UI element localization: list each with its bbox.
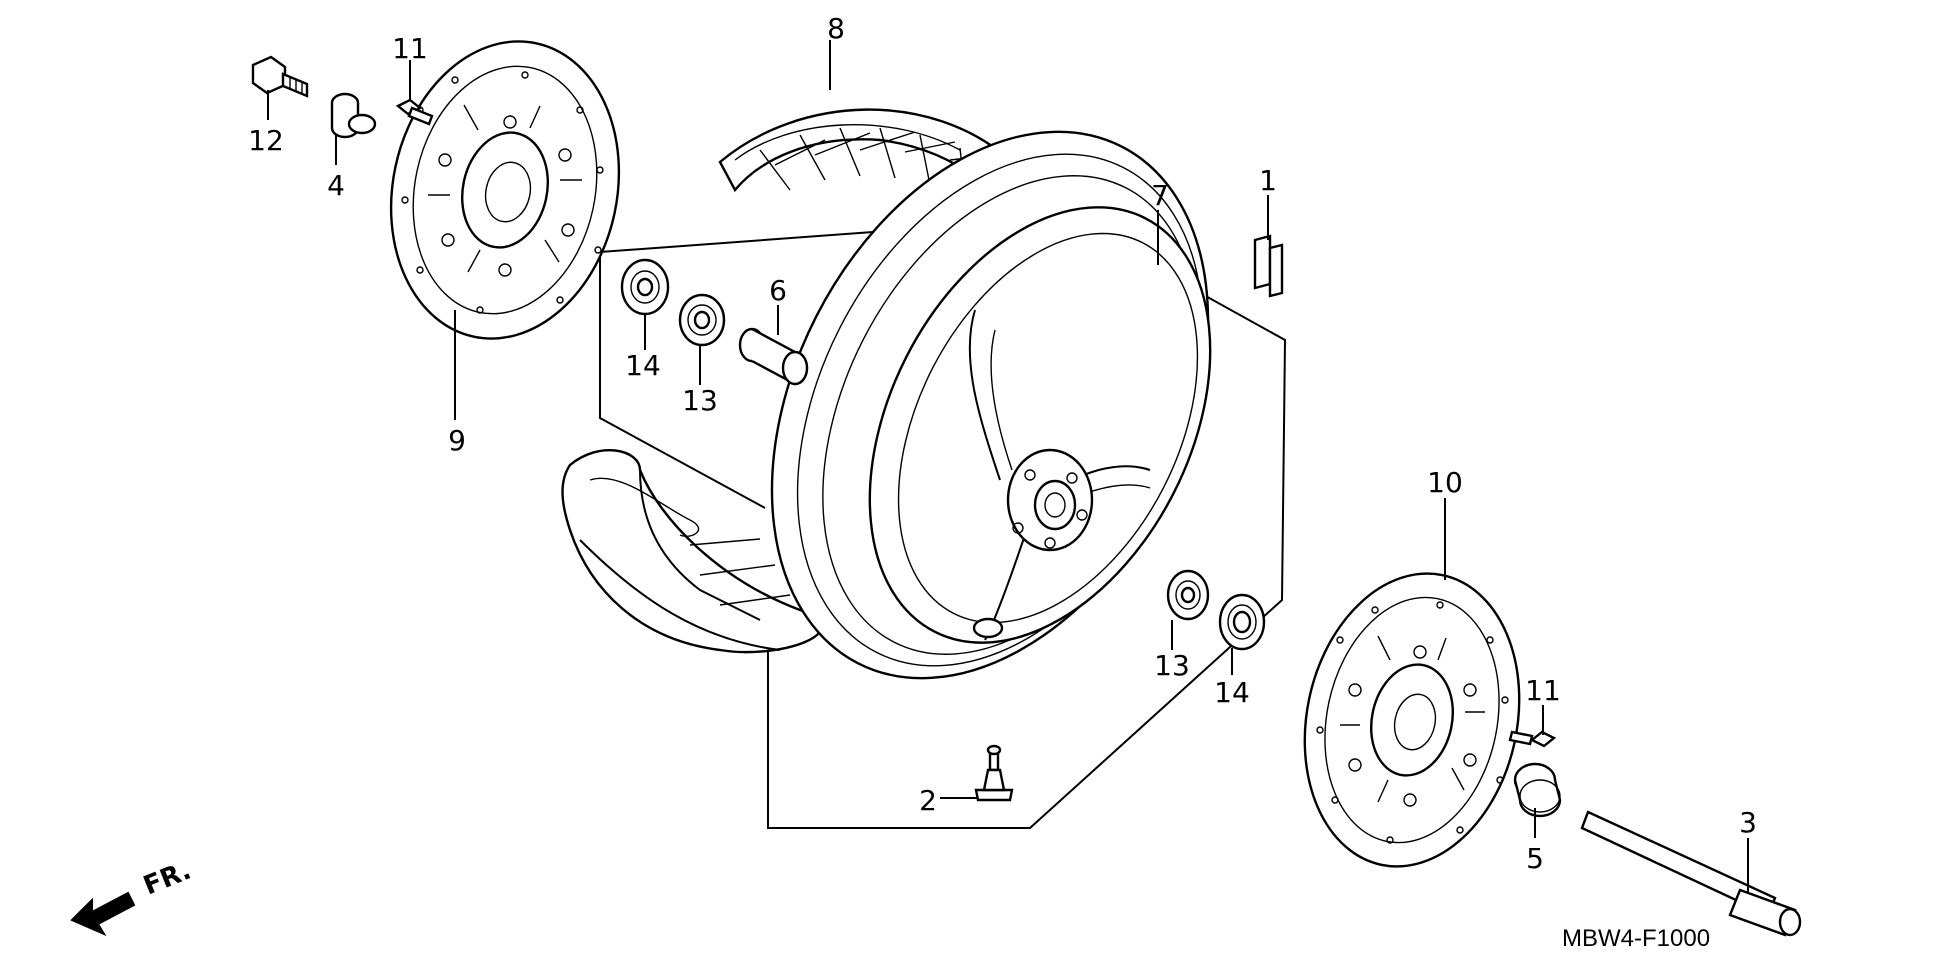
callout-2: 2 xyxy=(919,784,937,817)
callout-12: 12 xyxy=(248,124,284,157)
front-direction-arrow: FR. xyxy=(70,856,195,937)
callout-7: 7 xyxy=(1151,179,1169,212)
disc-screw-right xyxy=(1508,730,1557,748)
balance-weight xyxy=(1253,234,1284,298)
callout-13-right: 13 xyxy=(1154,649,1190,682)
brake-disc-right xyxy=(1303,572,1521,868)
drawing-code: MBW4-F1000 xyxy=(1562,925,1710,952)
brake-disc-left xyxy=(389,40,621,340)
tire-valve xyxy=(974,744,1014,802)
front-axle xyxy=(1580,810,1802,937)
wheel-rim xyxy=(770,130,1212,680)
callout-8: 8 xyxy=(827,12,845,45)
bearing-right-inner xyxy=(1166,569,1210,621)
direction-label: FR. xyxy=(139,856,195,902)
leader-lines xyxy=(267,40,1749,892)
arrow-icon xyxy=(70,891,136,937)
callout-4: 4 xyxy=(327,169,345,202)
callout-6: 6 xyxy=(769,274,787,307)
callout-labels: 1 2 3 4 5 6 7 8 9 10 11 11 12 13 13 14 1… xyxy=(248,12,1757,875)
bearing-left-inner xyxy=(678,293,726,347)
callout-11-right: 11 xyxy=(1525,674,1561,707)
side-collar-left xyxy=(330,92,377,139)
bearing-left-outer xyxy=(620,258,670,316)
callout-5: 5 xyxy=(1526,842,1544,875)
callout-3: 3 xyxy=(1739,806,1757,839)
callout-11-left: 11 xyxy=(392,32,428,65)
callout-13-left: 13 xyxy=(682,384,718,417)
tire xyxy=(561,108,1060,654)
disc-screw-left xyxy=(395,98,434,126)
dust-seal-right xyxy=(1218,593,1266,651)
callout-1: 1 xyxy=(1259,164,1277,197)
callout-10: 10 xyxy=(1427,466,1463,499)
callout-9: 9 xyxy=(448,424,466,457)
flange-bolt xyxy=(251,55,309,98)
callout-14-right: 14 xyxy=(1214,676,1250,709)
callout-14-left: 14 xyxy=(625,349,661,382)
side-collar-right xyxy=(1513,762,1562,818)
distance-collar xyxy=(738,327,809,386)
